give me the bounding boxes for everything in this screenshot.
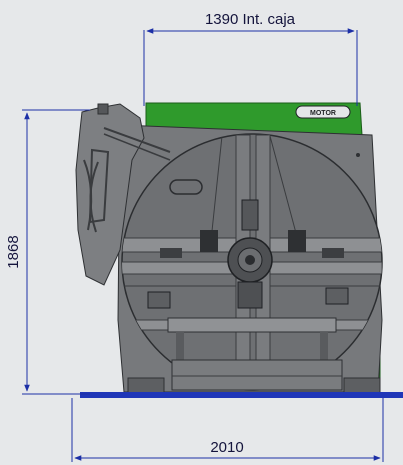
central-hub [227,199,273,309]
brand-badge: MOTOR [295,105,351,119]
left-arm-assembly [75,103,171,286]
foot-right [343,377,381,395]
machine: MOTOR [75,102,383,395]
side-plate-left [147,291,171,309]
top-width-label: 1390 Int. caja [205,11,296,28]
foot-left [127,377,165,395]
height-label: 1868 [5,235,22,268]
disc-slot [169,179,203,195]
dimension-bottom: 2010 [71,398,384,462]
bottom-carriage [171,359,343,391]
brand-badge-text: MOTOR [310,110,336,117]
bottom-width-label: 2010 [210,439,243,456]
base-bar [80,392,403,398]
dimension-top: 1390 Int. caja [143,11,358,106]
cover-bolt [356,153,360,157]
side-plate-right [325,287,349,305]
dimension-height: 1868 [5,109,90,395]
